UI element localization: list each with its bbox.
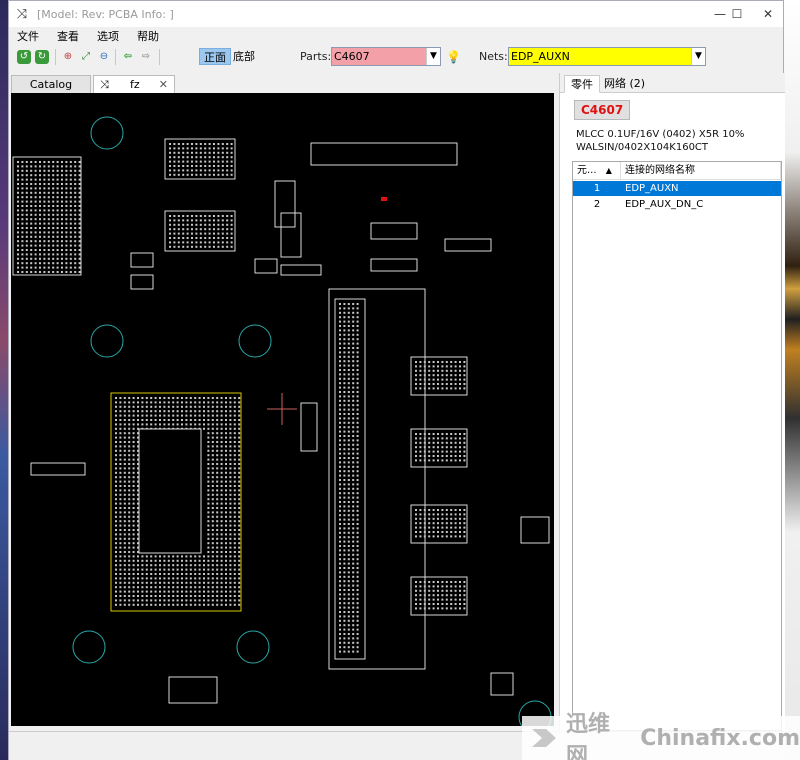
tab-net[interactable]: 网络 (2) xyxy=(604,77,646,90)
app-logo-icon: ⤨ xyxy=(16,6,28,22)
highlighted-part-c4607 xyxy=(381,197,387,201)
ram-chip-2 xyxy=(410,428,468,468)
mounting-hole xyxy=(236,630,270,664)
toolbar: ↺ ↻ ⊕ ⤢ ⊖ ⇦ ⇨ 正面 底部 Parts: C4607 ▼ 💡 Net… xyxy=(9,45,783,69)
forward-arrow-icon[interactable]: ⇨ xyxy=(141,51,151,62)
chevron-down-icon[interactable]: ▼ xyxy=(426,48,440,65)
toolbar-separator xyxy=(159,49,160,65)
close-icon[interactable]: ✕ xyxy=(158,78,168,91)
memory-slot-inner xyxy=(334,298,366,660)
component-block xyxy=(274,180,296,228)
part-info-panel: 零件 网络 (2) C4607 MLCC 0.1UF/16V (0402) X5… xyxy=(559,73,785,733)
top-fpc-connector xyxy=(310,142,458,166)
component-block xyxy=(300,402,318,452)
part-description-line1: MLCC 0.1UF/16V (0402) X5R 10% xyxy=(576,129,745,140)
crosshair-cursor xyxy=(267,393,297,425)
toolbar-separator xyxy=(55,49,56,65)
site-watermark: 迅维网 Chinafix.com xyxy=(522,712,800,760)
document-tabs: Catalog ⤨ fz ✕ xyxy=(9,73,554,93)
app-window: ⤨ [Model: Rev: PCBA Info: ] — ☐ ✕ 文件 查看 … xyxy=(8,0,785,760)
info-tabs: 零件 网络 (2) xyxy=(560,73,785,93)
component-block xyxy=(280,264,322,276)
pcb-drawing[interactable] xyxy=(11,93,554,726)
component-block xyxy=(490,672,514,696)
row-index: 2 xyxy=(593,199,601,210)
watermark-cn: 迅维网 xyxy=(566,712,611,760)
table-row[interactable]: 1 EDP_AUXN xyxy=(573,181,781,196)
tab-catalog[interactable]: Catalog xyxy=(11,75,91,93)
part-description-line2: WALSIN/0402X104K160CT xyxy=(576,142,709,153)
memory-slot-outline xyxy=(328,288,426,670)
lightbulb-icon[interactable]: 💡 xyxy=(446,50,461,64)
component-block xyxy=(370,222,418,240)
menu-help[interactable]: 帮助 xyxy=(137,30,159,43)
component-block xyxy=(370,258,418,272)
cpu-outline xyxy=(110,392,242,612)
table-row[interactable]: 2 EDP_AUX_DN_C xyxy=(573,197,781,212)
component-block xyxy=(130,252,154,268)
toolbar-separator xyxy=(115,49,116,65)
column-header-index[interactable]: 元... ▲ xyxy=(573,162,621,180)
part-name-badge: C4607 xyxy=(574,100,631,120)
fit-view-icon[interactable]: ⤢ xyxy=(82,51,90,62)
title-bar: ⤨ [Model: Rev: PCBA Info: ] — ☐ ✕ xyxy=(9,1,783,27)
bottom-side-button[interactable]: 底部 xyxy=(233,50,255,63)
column-header-index-label: 元... xyxy=(577,165,597,176)
watermark-en: Chinafix.com xyxy=(640,725,800,751)
component-block xyxy=(168,676,218,704)
mounting-hole xyxy=(238,324,272,358)
tab-fz[interactable]: ⤨ fz ✕ xyxy=(93,75,175,93)
desktop-background-left xyxy=(0,0,10,760)
top-connector-b xyxy=(164,210,236,252)
front-side-button[interactable]: 正面 xyxy=(199,48,231,65)
mounting-hole xyxy=(72,630,106,664)
chevron-down-icon[interactable]: ▼ xyxy=(691,48,705,65)
column-header-net-name[interactable]: 连接的网络名称 xyxy=(621,162,781,180)
rotate-left-icon[interactable]: ↺ xyxy=(17,50,31,64)
watermark-logo-icon xyxy=(530,723,560,753)
board-file-icon: ⤨ xyxy=(100,78,109,91)
row-net-name: EDP_AUX_DN_C xyxy=(625,199,704,210)
component-block xyxy=(520,516,550,544)
net-table: 元... ▲ 连接的网络名称 1 EDP_AUXN 2 EDP_AUX_DN_C xyxy=(572,161,782,731)
nets-combobox[interactable]: EDP_AUXN ▼ xyxy=(508,47,706,66)
left-bga-outline xyxy=(12,156,82,276)
row-index: 1 xyxy=(593,183,601,194)
menu-file[interactable]: 文件 xyxy=(17,30,39,43)
mounting-hole xyxy=(90,116,124,150)
tab-fz-label: fz xyxy=(130,78,140,91)
nets-value: EDP_AUXN xyxy=(511,50,570,63)
ram-chip-4 xyxy=(410,576,468,616)
rotate-right-icon[interactable]: ↻ xyxy=(35,50,49,64)
menu-view[interactable]: 查看 xyxy=(57,30,79,43)
parts-label: Parts: xyxy=(300,50,332,63)
row-net-name: EDP_AUXN xyxy=(625,183,679,194)
zoom-in-icon[interactable]: ⊕ xyxy=(63,51,73,62)
window-title: [Model: Rev: PCBA Info: ] xyxy=(37,7,174,21)
component-block xyxy=(130,274,154,290)
tab-part[interactable]: 零件 xyxy=(564,75,600,93)
mounting-hole xyxy=(90,324,124,358)
component-block xyxy=(280,212,302,258)
pcb-board-view[interactable] xyxy=(11,93,554,726)
parts-combobox[interactable]: C4607 ▼ xyxy=(331,47,441,66)
desktop-background-right xyxy=(782,0,800,760)
maximize-button[interactable]: ☐ xyxy=(731,7,743,21)
ram-chip-1 xyxy=(410,356,468,396)
close-button[interactable]: ✕ xyxy=(762,7,774,21)
cpu-die xyxy=(138,428,202,554)
parts-value: C4607 xyxy=(334,50,370,63)
component-block xyxy=(30,462,86,476)
back-arrow-icon[interactable]: ⇦ xyxy=(123,51,133,62)
zoom-out-icon[interactable]: ⊖ xyxy=(99,51,109,62)
menu-options[interactable]: 选项 xyxy=(97,30,119,43)
minimize-button[interactable]: — xyxy=(714,7,726,21)
menu-bar: 文件 查看 选项 帮助 xyxy=(9,27,783,45)
sort-up-icon: ▲ xyxy=(605,166,612,175)
nets-label: Nets: xyxy=(479,50,508,63)
component-block xyxy=(254,258,278,274)
ram-chip-3 xyxy=(410,504,468,544)
top-connector-a xyxy=(164,138,236,180)
component-block xyxy=(444,238,492,252)
